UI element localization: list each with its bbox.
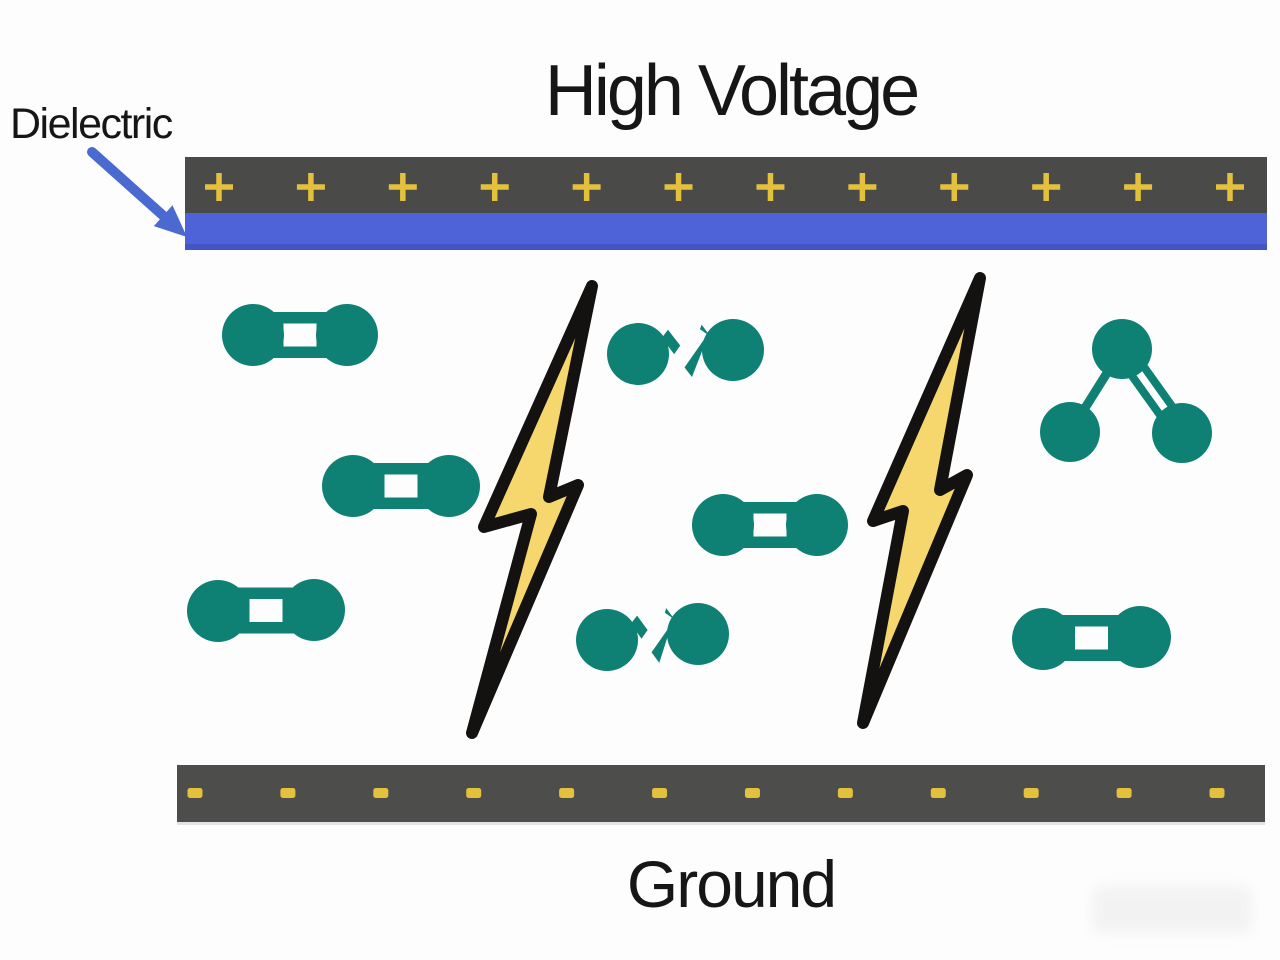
- high-voltage-label: High Voltage: [544, 51, 920, 131]
- split-molecule-atom: [667, 603, 729, 665]
- minus-charge: [652, 788, 668, 798]
- plus-charge: [296, 173, 325, 201]
- molecule-atom: [692, 494, 754, 556]
- faint-watermark: [1092, 886, 1252, 934]
- molecule-atom: [1012, 608, 1074, 670]
- minus-charge: [280, 788, 296, 798]
- split-molecule-atom: [576, 609, 638, 671]
- molecule-bond-gap: [1075, 626, 1108, 650]
- plus-charge: [1032, 173, 1061, 201]
- molecule-bond-gap: [384, 474, 418, 498]
- minus-charge: [837, 788, 853, 798]
- minus-charge: [930, 788, 946, 798]
- molecule-atom: [786, 494, 848, 556]
- plus-charge: [1124, 173, 1153, 201]
- minus-charge: [187, 788, 203, 798]
- dielectric-arrow-shaft: [87, 147, 172, 224]
- bent-molecule-atom: [1040, 402, 1100, 462]
- plus-charge: [940, 173, 969, 201]
- molecule-atom: [222, 304, 284, 366]
- minus-charge: [1023, 788, 1039, 798]
- molecule-atom: [283, 579, 345, 641]
- molecule-atom: [418, 455, 480, 517]
- dielectric-label: Dielectric: [10, 100, 173, 148]
- molecule-bond-gap: [753, 513, 787, 537]
- broken-bond-gap: [663, 325, 708, 379]
- lightning-bolt-icon: [857, 272, 986, 729]
- plus-charge: [388, 173, 417, 201]
- minus-charge: [466, 788, 482, 798]
- plus-charge: [756, 173, 785, 201]
- minus-charge: [559, 788, 575, 798]
- dielectric-arrow-head: [153, 205, 187, 237]
- molecule-atom: [1109, 606, 1171, 668]
- split-molecule-atom: [702, 319, 764, 381]
- split-molecule-atom: [607, 323, 669, 385]
- molecule-atom: [316, 304, 378, 366]
- minus-charge: [1209, 788, 1225, 798]
- bent-molecule-atom: [1092, 319, 1152, 379]
- dielectric-layer-shade: [185, 244, 1267, 250]
- ground-label: Ground: [626, 847, 837, 921]
- dielectric-layer: [185, 213, 1267, 250]
- plus-charge: [572, 173, 601, 201]
- minus-charge: [373, 788, 389, 798]
- plus-charge: [664, 173, 693, 201]
- minus-charge: [744, 788, 760, 798]
- plus-charge: [1216, 173, 1244, 201]
- bent-molecule-atom: [1152, 403, 1212, 463]
- plus-charge: [480, 173, 509, 201]
- broken-bond-gap: [630, 610, 675, 664]
- top-electrode-bar: [185, 157, 1267, 213]
- molecule-atom: [187, 580, 249, 642]
- molecule-bond-gap: [283, 323, 317, 347]
- plus-charge: [205, 173, 233, 201]
- bottom-electrode-bar: [177, 765, 1265, 822]
- lightning-bolt-icon: [466, 280, 598, 739]
- plus-charge: [848, 173, 877, 201]
- bottom-electrode-edge: [177, 822, 1265, 825]
- minus-charge: [1116, 788, 1132, 798]
- molecule-atom: [322, 455, 384, 517]
- molecule-bond-gap: [249, 599, 283, 622]
